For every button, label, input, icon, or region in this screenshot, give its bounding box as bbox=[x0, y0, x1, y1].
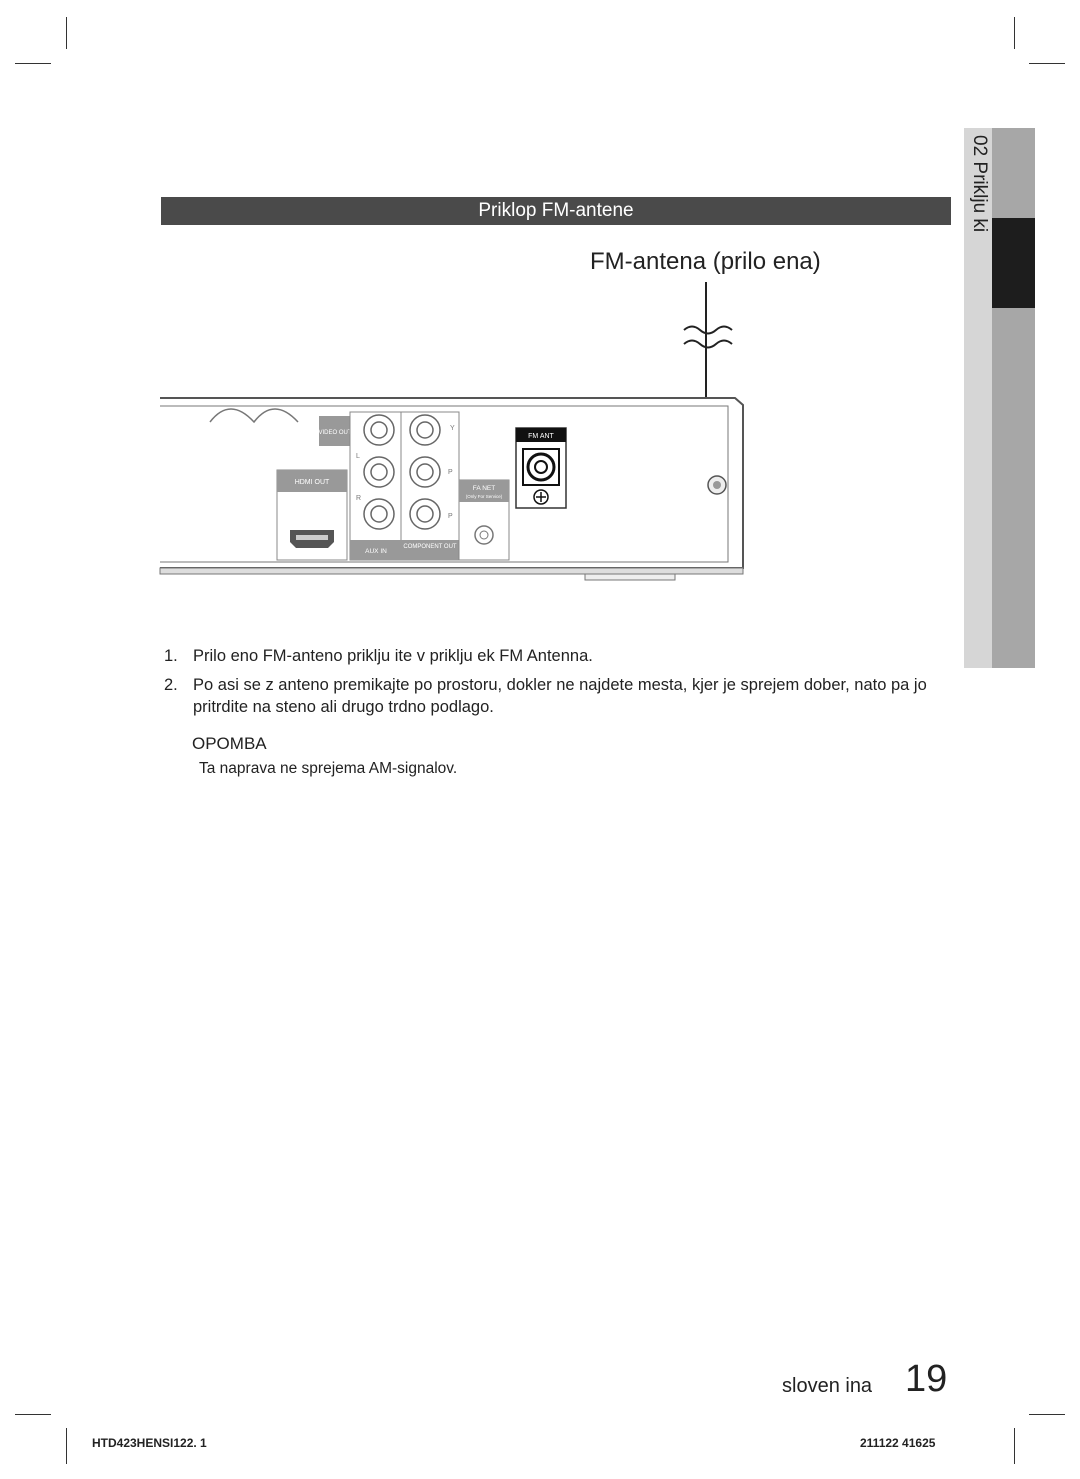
diagram-caption: FM-antena (prilo ena) bbox=[590, 248, 821, 275]
chapter-label: 02 Priklju ki bbox=[969, 135, 990, 233]
video-out-label: VIDEO OUT bbox=[318, 430, 351, 436]
crop-mark bbox=[1029, 1414, 1065, 1415]
crop-mark bbox=[15, 1414, 51, 1415]
fa-net-label: FA NET bbox=[473, 485, 495, 492]
step-number: 1. bbox=[164, 647, 178, 665]
step-text: Prilo eno FM-anteno priklju ite v priklj… bbox=[193, 647, 593, 665]
svg-text:R: R bbox=[356, 495, 361, 502]
fm-ant-label: FM ANT bbox=[528, 433, 554, 440]
aux-in-label: AUX IN bbox=[365, 548, 387, 555]
doc-code: HTD423HENSI122. 1 bbox=[92, 1436, 207, 1450]
crop-mark bbox=[1029, 63, 1065, 64]
step-text: Po asi se z anteno premikajte po prostor… bbox=[193, 676, 927, 716]
break-symbol bbox=[683, 325, 733, 335]
page-number: 19 bbox=[905, 1358, 948, 1400]
crop-mark bbox=[15, 63, 51, 64]
svg-text:P: P bbox=[448, 469, 453, 476]
crop-mark bbox=[1014, 17, 1015, 49]
footer-language: sloven ina bbox=[782, 1375, 873, 1397]
component-out-label: COMPONENT OUT bbox=[403, 544, 457, 550]
chapter-tab-marker bbox=[992, 218, 1035, 308]
section-heading: Priklop FM-antene bbox=[161, 197, 951, 225]
note-title: OPOMBA bbox=[192, 734, 267, 753]
crop-mark bbox=[1014, 1428, 1015, 1464]
svg-text:Y: Y bbox=[450, 425, 455, 432]
svg-text:(Only For Service): (Only For Service) bbox=[466, 494, 503, 499]
step-number: 2. bbox=[164, 676, 178, 694]
fm-antenna-diagram: HDMI OUT VIDEO OUT AUX IN COMPONENT OUT … bbox=[159, 282, 744, 581]
hdmi-label: HDMI OUT bbox=[295, 479, 330, 486]
date-code: 211122 41625 bbox=[860, 1436, 936, 1450]
svg-text:L: L bbox=[356, 453, 360, 460]
chapter-tab bbox=[964, 128, 992, 668]
chapter-tab-strip bbox=[992, 128, 1035, 668]
crop-mark bbox=[66, 17, 67, 49]
svg-text:P: P bbox=[448, 513, 453, 520]
crop-mark bbox=[66, 1428, 67, 1464]
note-text: Ta naprava ne sprejema AM-signalov. bbox=[199, 760, 458, 777]
